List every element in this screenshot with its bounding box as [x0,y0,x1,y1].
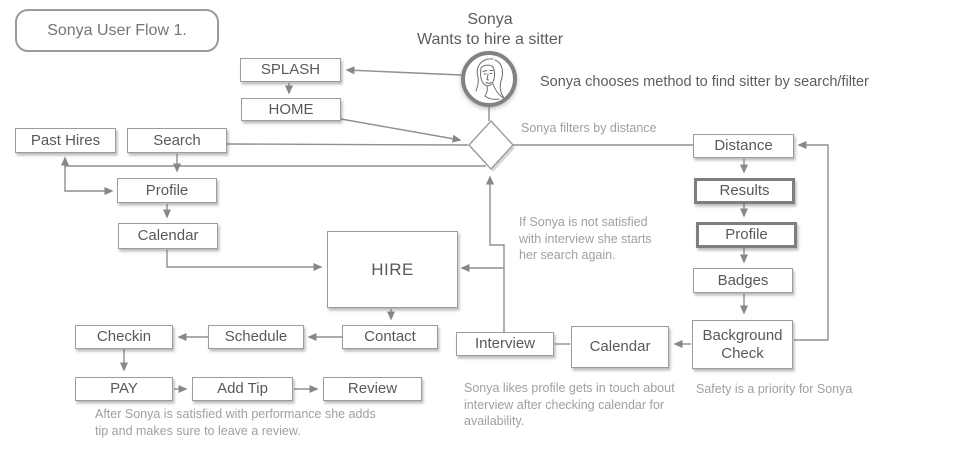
annotation-likes-profile: Sonya likes profile gets in touch about … [464,381,675,428]
edge-bgcheck-distance-loop [794,141,829,341]
diagram-title-box: Sonya User Flow 1. [15,9,219,52]
diagram-title: Sonya User Flow 1. [47,21,187,39]
edge-calendar-hire [166,250,323,271]
node-add-tip: Add Tip [192,377,293,401]
node-calendar-left: Calendar [118,223,218,249]
node-schedule: Schedule [208,325,304,349]
node-review: Review [323,377,422,401]
edge-interview-decision-feedback [486,175,505,332]
woman-portrait-sketch-icon [475,58,506,100]
edge-home-decision [340,118,462,143]
persona-goal: Wants to hire a sitter [416,31,564,48]
node-badges: Badges [693,268,793,293]
node-background-check: Background Check [692,320,793,369]
edge-avatar-splash [345,66,462,76]
node-results: Results [694,178,795,204]
annotation-not-satisfied: If Sonya is not satisfied with interview… [519,215,652,262]
edge-search-decision [226,143,469,146]
node-distance: Distance [693,134,794,158]
decision-diamond [468,119,515,172]
node-home: HOME [241,98,341,121]
node-splash: SPLASH [240,58,341,82]
annotation-review-note: After Sonya is satisfied with performanc… [95,407,376,438]
node-hire: HIRE [327,231,458,308]
node-pay: PAY [75,377,173,401]
annotation-choose-method: Sonya chooses method to find sitter by s… [540,74,869,90]
node-calendar-right: Calendar [571,326,669,368]
node-contact: Contact [342,325,438,349]
persona-avatar [461,51,517,107]
node-past-hires: Past Hires [15,128,116,153]
node-checkin: Checkin [75,325,173,349]
node-interview: Interview [456,332,554,356]
edge-junction-profile [64,166,114,195]
edge-decision-junction [61,156,486,167]
annotation-safety: Safety is a priority for Sonya [696,382,853,396]
annotation-filter-distance: Sonya filters by distance [521,121,657,135]
node-search: Search [127,128,227,153]
node-profile-right: Profile [696,222,797,248]
persona-name: Sonya [467,11,513,28]
node-profile-left: Profile [117,178,217,203]
